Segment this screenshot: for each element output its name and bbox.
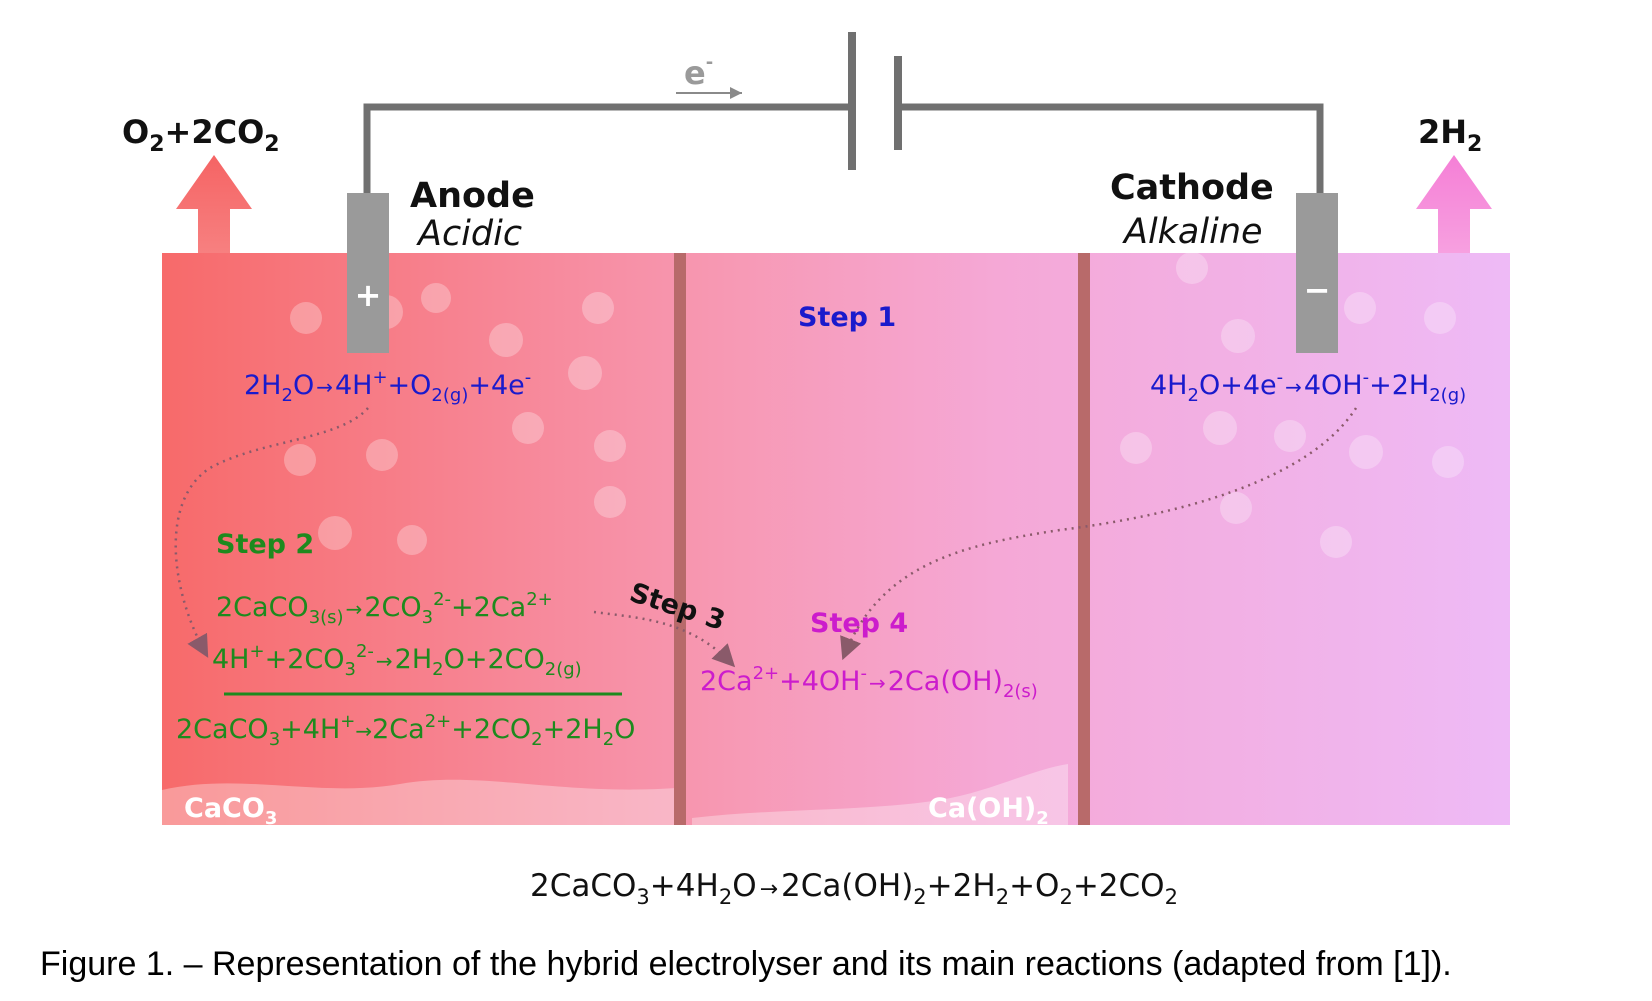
cathode-reaction: 4H2O+4e-→4OH-+2H2(g) (1150, 367, 1466, 406)
caco3-label: CaCO3 (184, 793, 277, 829)
electron-label: e- (684, 52, 713, 92)
step2-net-reaction: 2CaCO3+4H+→2Ca2++2CO2+2H2O (176, 711, 635, 750)
anode-title: Anode (410, 176, 535, 216)
cathode-electrode (1296, 193, 1338, 353)
bubble (421, 283, 451, 313)
overall-reaction: 2CaCO3+4H2O→2Ca(OH)2+2H2+O2+2CO2 (530, 868, 1178, 909)
wire-left (363, 103, 852, 200)
caco3-sediment (162, 779, 676, 825)
caoh2-sediment (692, 764, 1068, 825)
bubble (1274, 420, 1306, 452)
figure-caption: Figure 1. – Representation of the hybrid… (40, 945, 1452, 983)
bubble (1120, 432, 1152, 464)
battery-plate-short (894, 56, 902, 150)
wire-right (898, 103, 1324, 200)
minus-sign: − (1304, 271, 1331, 309)
plus-sign: + (355, 276, 382, 314)
o2-co2-outlet-arrow (176, 155, 252, 253)
bubble (1176, 252, 1208, 284)
bubble (1344, 292, 1376, 324)
bubble (1221, 319, 1255, 353)
bubble (582, 292, 614, 324)
bubble (594, 430, 626, 462)
bubble (1424, 302, 1456, 334)
bubble (1349, 435, 1383, 469)
bubble (1203, 411, 1237, 445)
bubble (366, 439, 398, 471)
bubble (568, 356, 602, 390)
o2-co2-label: O2+2CO2 (122, 113, 280, 157)
anode-reaction: 2H2O→4H++O2(g)+4e- (244, 367, 531, 406)
bubble (489, 323, 523, 357)
step2-label: Step 2 (216, 529, 314, 560)
bubble (1220, 492, 1252, 524)
h2-outlet-arrow (1416, 155, 1492, 253)
bubble (318, 516, 352, 550)
cathode-title: Cathode (1110, 168, 1274, 208)
step4-label: Step 4 (810, 608, 908, 639)
bubbles (284, 252, 1464, 558)
step2-to-step4-flow (593, 610, 736, 668)
bubble (512, 412, 544, 444)
h2-label: 2H2 (1418, 113, 1482, 157)
step1-label: Step 1 (798, 302, 896, 333)
step2-reaction-2: 4H++2CO32-→2H2O+2CO2(g) (212, 641, 582, 680)
bubble (284, 444, 316, 476)
bubble (1320, 526, 1352, 558)
bubble (1432, 446, 1464, 478)
bubble (397, 525, 427, 555)
battery-plate-long (848, 32, 856, 170)
bubble (594, 486, 626, 518)
membrane-right (1078, 253, 1090, 825)
membrane-left (674, 253, 686, 825)
bubble (290, 302, 322, 334)
step4-reaction: 2Ca2++4OH-→2Ca(OH)2(s) (700, 663, 1038, 702)
cathode-subtitle: Alkaline (1122, 212, 1263, 252)
caoh2-label: Ca(OH)2 (928, 793, 1049, 829)
anode-electrode (347, 193, 389, 353)
anode-subtitle: Acidic (416, 214, 522, 254)
step2-reaction-1: 2CaCO3(s)→2CO32-+2Ca2+ (216, 589, 553, 628)
svg-text:e-: e- (684, 52, 713, 92)
electron-flow-arrowhead (730, 87, 742, 99)
